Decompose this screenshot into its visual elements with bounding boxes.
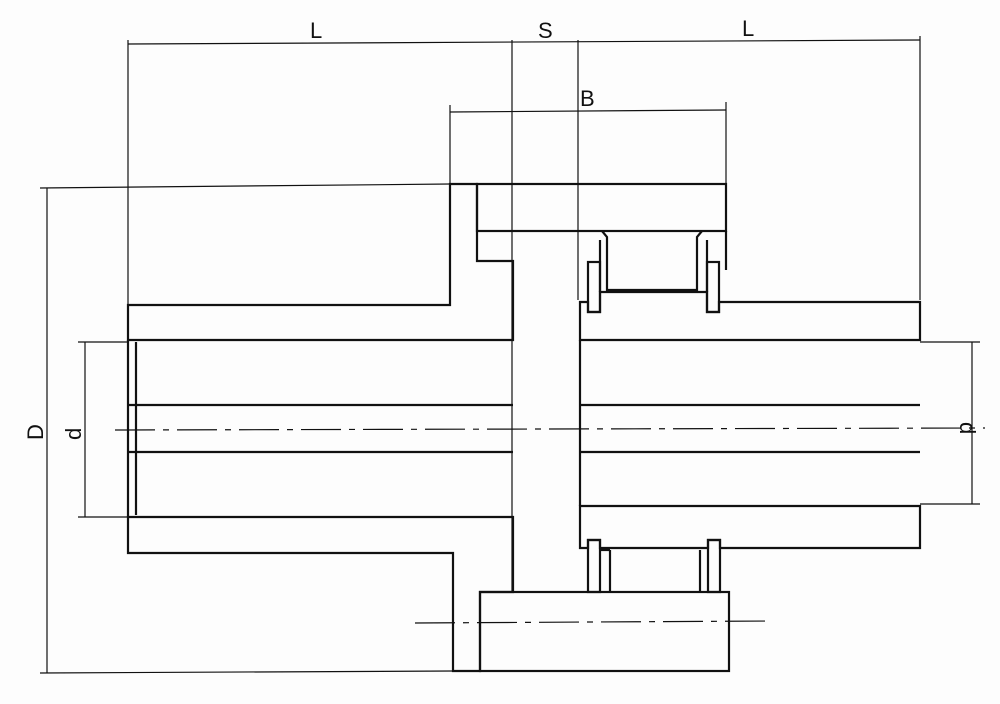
dimension-lines: [39, 36, 980, 674]
dim-label-b: B: [580, 86, 595, 111]
dim-label-s: S: [538, 18, 553, 43]
right-half-coupling: [578, 290, 922, 550]
dim-label-d-outer: D: [23, 424, 48, 440]
pin-and-roller: [586, 230, 722, 594]
dim-label-l-left: L: [310, 18, 322, 43]
left-half-coupling: [126, 182, 515, 673]
axis-centerline: [114, 427, 986, 431]
dim-label-l-right: L: [742, 16, 754, 41]
dim-label-d-left: d: [61, 428, 86, 440]
dim-label-d-right: d: [955, 422, 980, 434]
pin-centerline: [414, 620, 773, 624]
outer-rim: [475, 182, 731, 673]
